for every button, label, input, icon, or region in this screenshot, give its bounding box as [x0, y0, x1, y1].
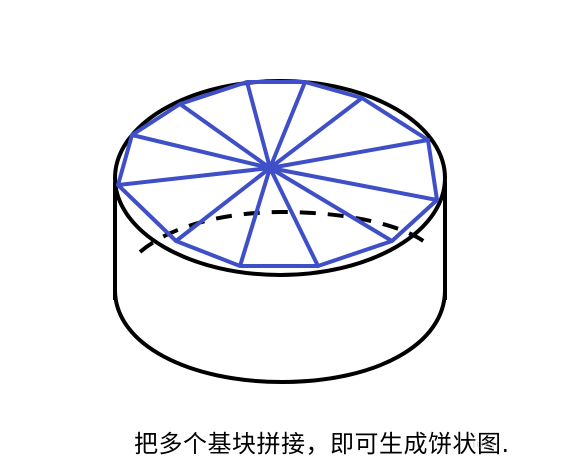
pie-facet-spoke — [238, 167, 272, 267]
pie-facet-spoke — [131, 133, 271, 170]
pie-facets — [116, 80, 439, 268]
pie-facet-spoke — [268, 81, 307, 169]
pie-facet-spoke — [178, 102, 272, 170]
cylinder-hidden-back-arc — [138, 209, 434, 254]
pie-facet-spoke — [268, 167, 320, 267]
pie-facet-spoke — [245, 81, 272, 169]
cylinder-bottom-front-arc — [113, 289, 447, 385]
pie-facet-spoke — [117, 166, 271, 187]
pie-facet-spoke — [268, 166, 394, 243]
watermark-text: Tofu — [470, 436, 495, 451]
pie-facet-spoke — [269, 166, 438, 202]
caption-text: 把多个基块拼接，即可生成饼状图. — [134, 430, 510, 458]
pie-facet-spoke — [174, 166, 272, 243]
pie-facet-spoke — [268, 96, 364, 170]
pie-facet-spoke — [269, 138, 429, 170]
